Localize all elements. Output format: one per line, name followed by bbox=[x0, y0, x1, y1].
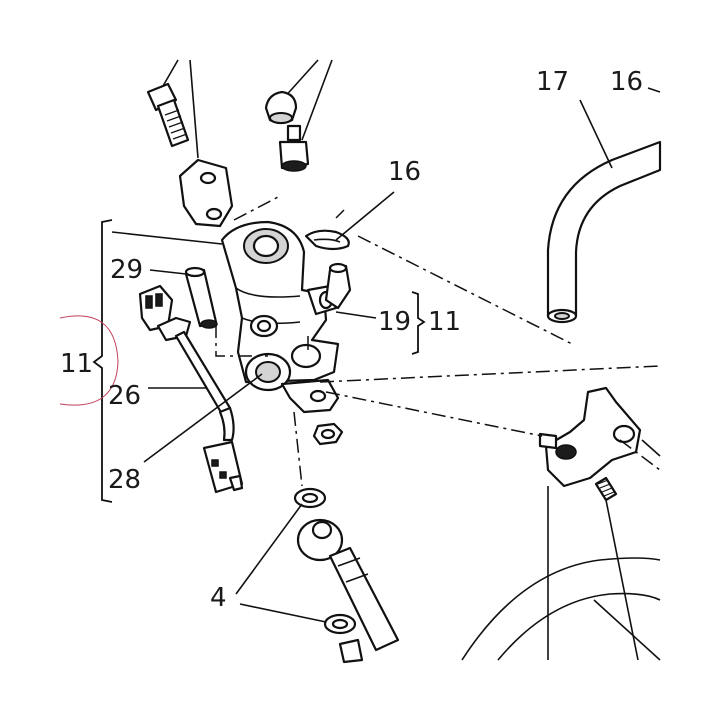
spacer-pin[interactable] bbox=[184, 266, 218, 329]
callout-17: 17 bbox=[536, 67, 569, 97]
alignment-lines bbox=[215, 195, 661, 487]
leader-line bbox=[641, 439, 661, 457]
leader-line bbox=[593, 599, 661, 661]
hose-elbow[interactable] bbox=[324, 262, 352, 310]
o-ring-seal[interactable] bbox=[249, 314, 279, 338]
leader-line bbox=[189, 59, 199, 159]
highlight-circle bbox=[59, 315, 119, 406]
callout-16: 16 bbox=[388, 157, 421, 187]
switch-wire bbox=[174, 330, 235, 442]
callout-16-top: 16 bbox=[610, 67, 643, 97]
brake-lever-pivot[interactable] bbox=[538, 386, 642, 488]
callout-29: 29 bbox=[110, 255, 143, 285]
callout-11-left: 11 bbox=[60, 349, 93, 379]
callout-11-right: 11 bbox=[428, 307, 461, 337]
leader-line bbox=[301, 59, 333, 141]
leader-line bbox=[605, 499, 639, 661]
master-cylinder-body[interactable] bbox=[220, 220, 340, 384]
spring-clip[interactable] bbox=[304, 229, 350, 251]
leader-line-4 bbox=[235, 503, 303, 595]
handlebar-outline bbox=[497, 592, 661, 661]
mounting-bolt[interactable] bbox=[146, 82, 190, 148]
leader-line-11-body bbox=[111, 231, 223, 245]
wire-connector[interactable] bbox=[202, 440, 244, 494]
callout-28: 28 bbox=[108, 465, 141, 495]
sealing-washer-upper[interactable] bbox=[293, 487, 327, 509]
leader-line-17 bbox=[579, 99, 613, 169]
leader-line-28 bbox=[143, 373, 263, 463]
adjuster-spring[interactable] bbox=[594, 476, 618, 502]
group-brace-left bbox=[92, 219, 113, 503]
bleeder-valve[interactable] bbox=[278, 124, 310, 172]
brake-hose[interactable] bbox=[546, 140, 662, 324]
banjo-hose-end[interactable] bbox=[296, 518, 400, 652]
group-brace-right bbox=[411, 291, 426, 355]
bleeder-cap[interactable] bbox=[264, 90, 298, 125]
handlebar-outline bbox=[461, 557, 661, 661]
leader-line-19 bbox=[335, 311, 377, 319]
lock-nut[interactable] bbox=[312, 422, 344, 446]
lever-mount-plate[interactable] bbox=[280, 378, 340, 414]
leader-line-29 bbox=[149, 269, 187, 275]
leader-line-16 bbox=[335, 191, 395, 241]
pivot-bushing[interactable] bbox=[244, 352, 292, 392]
callout-26: 26 bbox=[108, 381, 141, 411]
leader-line-16-top bbox=[647, 87, 661, 93]
leader-line bbox=[162, 59, 179, 87]
handlebar-clamp[interactable] bbox=[178, 158, 234, 228]
brake-light-switch[interactable] bbox=[138, 284, 192, 342]
banjo-bolt[interactable] bbox=[338, 638, 364, 664]
leader-line-4 bbox=[239, 603, 327, 623]
sealing-washer-lower[interactable] bbox=[323, 613, 357, 635]
callout-19: 19 bbox=[378, 307, 411, 337]
callout-4: 4 bbox=[210, 583, 227, 613]
